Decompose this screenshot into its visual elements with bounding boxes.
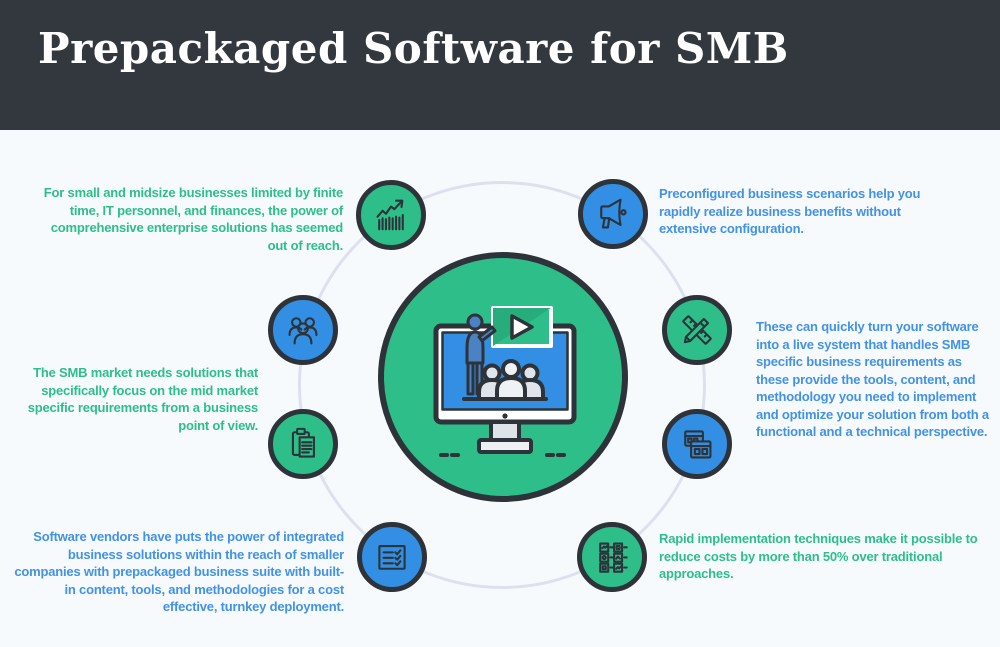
browser-windows-icon <box>684 430 712 459</box>
note-top-left: For small and midsize businesses limited… <box>43 185 343 253</box>
icon-circle-megaphone <box>578 179 648 249</box>
note-mid-left: The SMB market needs solutions that spec… <box>27 365 258 433</box>
icon-circle-browser <box>662 409 732 479</box>
people-group-icon <box>288 317 318 345</box>
growth-chart-icon <box>376 199 404 231</box>
modules-grid-icon <box>599 542 628 573</box>
center-illustration <box>378 252 628 502</box>
ruler-pencil-icon <box>682 315 712 345</box>
checklist-icon <box>378 545 406 570</box>
icon-circle-checklist <box>357 522 427 592</box>
page-title: Prepackaged Software for SMB <box>38 24 789 73</box>
icon-circle-growth <box>356 180 426 250</box>
note-bottom-right: Rapid implementation techniques make it … <box>659 531 978 581</box>
icon-circle-ruler-pencil <box>662 295 732 365</box>
diagram-area: For small and midsize businesses limited… <box>0 130 1000 647</box>
connector-ring <box>298 181 706 589</box>
note-mid-right: These can quickly turn your software int… <box>756 319 989 439</box>
icon-circle-clipboard <box>268 409 338 479</box>
note-bottom-left: Software vendors have puts the power of … <box>14 529 344 614</box>
megaphone-icon <box>600 198 627 229</box>
clipboard-document-icon <box>291 427 315 458</box>
presentation-monitor-icon <box>433 306 577 457</box>
header: Prepackaged Software for SMB <box>0 0 1000 130</box>
icon-circle-people <box>268 295 338 365</box>
note-top-right: Preconfigured business scenarios help yo… <box>659 186 921 236</box>
icon-circle-modules <box>577 522 647 592</box>
